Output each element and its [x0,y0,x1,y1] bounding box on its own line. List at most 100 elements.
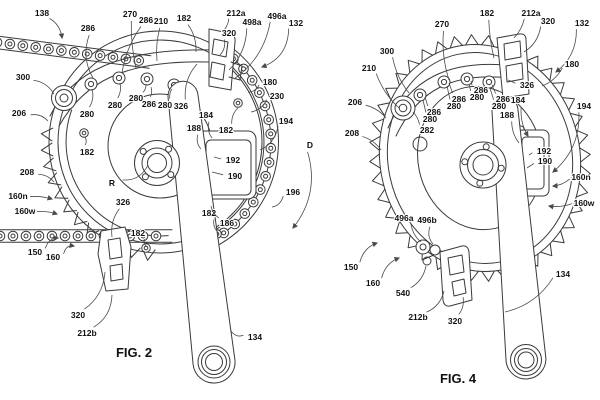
ref-label: 286 [142,99,156,109]
leader-line [36,209,59,216]
pedal-boss [197,345,231,379]
chainring-tooth [480,35,495,48]
leader-line [93,294,113,328]
chain-roller [7,230,19,242]
ref-label: 326 [174,101,188,111]
drawing-shape [232,221,238,227]
chain-roller [81,48,93,60]
leader-line [187,24,197,53]
drawing-shape [136,58,142,64]
chainring-tooth [562,215,575,229]
leader-line [142,83,147,93]
leader-line [541,67,563,87]
leader-line [412,111,420,125]
chainring-tooth [395,220,409,234]
chain-roller [254,87,265,98]
leader-line [359,241,379,263]
leader-line [520,106,529,137]
leader-line [375,73,400,109]
chain-roller [150,230,162,242]
drawing-shape [242,211,248,217]
chainring-tooth [371,171,385,187]
drawing-shape [97,53,103,59]
chainring-tooth [377,188,391,204]
leader-line [121,26,142,74]
chainring-tooth [63,199,77,213]
chain-roller [69,47,80,58]
leader-line [196,134,202,150]
ref-label: 160n [571,172,590,182]
drawing-shape [257,187,263,193]
drawing-shape [143,245,149,251]
ref-label: 212a [227,8,246,18]
chain-roller [254,184,266,195]
chainring-tooth [377,102,390,117]
leader-line [213,156,222,160]
ref-label: 138 [35,8,49,18]
chainring-tooth [395,72,409,86]
hub-bolt [476,179,484,187]
drawing-shape [503,40,522,61]
leader-line [231,107,239,124]
leader-line [210,205,220,219]
drawing-shape [419,243,427,251]
drawing-shape [84,51,90,57]
chain-roller [107,52,119,63]
drawing-shape [268,145,274,151]
drawing-shape [485,78,493,86]
hub-bolt [167,171,175,179]
leader-line [488,19,495,59]
chain-roller [0,38,3,47]
hub-bolt [461,158,469,166]
chain-roller [4,38,16,50]
drawing-shape [75,233,81,239]
drawing-shape [451,278,467,297]
crank-hub [459,141,507,189]
leader-line [30,114,49,122]
ref-label: 498a [243,17,262,27]
chain-inner-band [208,53,265,235]
chainring-tooth [141,248,156,261]
chain-roller [263,114,275,125]
drawing-shape [143,75,151,83]
chain-roller [260,171,271,182]
leader-line [426,290,445,313]
leader-line [49,18,65,40]
leader-line [271,195,284,208]
ref-label: 280 [492,101,506,111]
chain-roller [72,230,84,242]
leader-line [410,223,422,243]
ref-label: 180 [263,77,277,87]
drawing-shape [472,154,494,176]
ref-label: 134 [248,332,262,342]
ref-label: 210 [154,16,168,26]
drawing-shape [394,99,412,117]
leader-line [84,271,106,310]
ref-label: 320 [541,16,555,26]
drawing-shape [10,233,16,239]
drawing-shape [447,254,465,276]
leader-line [184,63,198,100]
ref-label: 282 [420,125,434,135]
drawing-shape [33,44,39,50]
chainring-tooth [579,147,591,163]
drawing-shape [115,74,123,82]
leader-line [259,126,279,151]
ref-label: 206 [12,108,26,118]
drawing-shape [110,54,116,60]
leader-line [219,39,226,56]
ref-label: 212b [408,312,427,322]
chain-roller [20,230,32,242]
drawing-shape [211,38,229,58]
crank-arm [167,80,236,384]
ref-label: 160 [366,278,380,288]
chainring-tooth [40,142,54,157]
leader-line [381,256,401,279]
leader-line [117,82,121,99]
leader-line [507,79,516,84]
leader-line [221,18,230,33]
drawing-shape [23,233,29,239]
